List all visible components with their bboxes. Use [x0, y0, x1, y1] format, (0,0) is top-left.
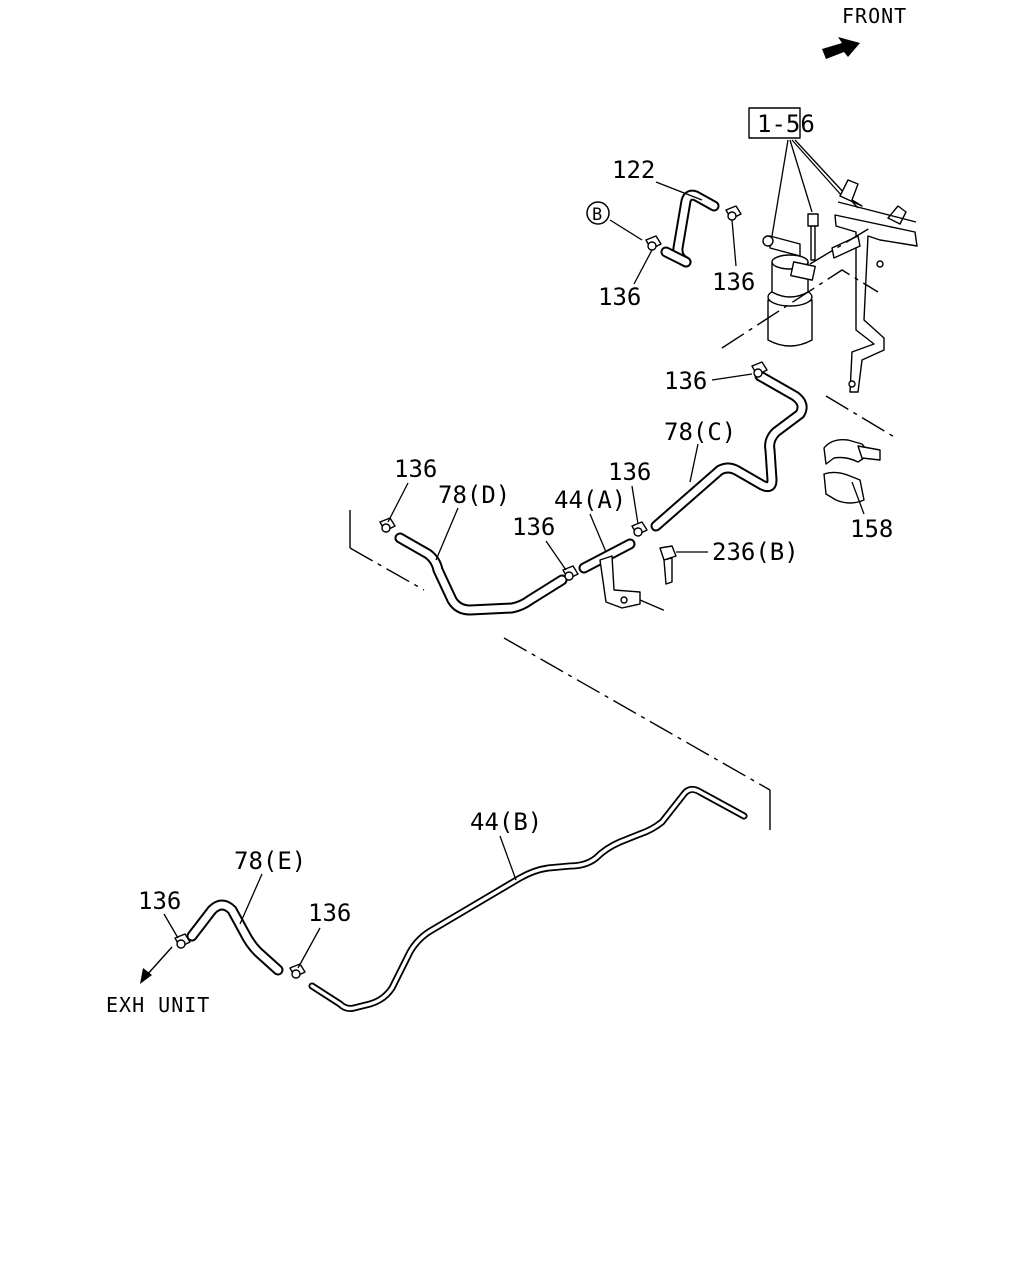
callout-clip-b-136: 136 [598, 283, 641, 311]
leader-clip-44a-right-136 [631, 485, 639, 525]
callout-clamp-158: 158 [850, 515, 893, 543]
clip-b [645, 235, 662, 251]
callout-clip-78d-136: 136 [394, 455, 437, 483]
clip-44a-left [562, 565, 579, 581]
callout-hose-78c: 78(C) [664, 418, 736, 446]
front-label: FRONT [842, 4, 907, 28]
hose-78e-inner [188, 901, 282, 974]
clip-top [725, 205, 742, 221]
reference-leader-2 [789, 139, 813, 213]
hose-78e [186, 899, 284, 976]
callouts: 122 136 136 136 78(C) 136 78(D) 44(A) 13… [138, 156, 893, 969]
hose-78c-inner [652, 372, 806, 530]
bracket-hole-2 [848, 380, 856, 388]
phantom-clamp [825, 395, 897, 439]
phantom-left-run [349, 547, 425, 591]
callout-pipe-44b: 44(B) [470, 808, 542, 836]
front-direction: FRONT [822, 4, 907, 59]
leader-clamp-158 [851, 481, 865, 515]
circle-marker-leader [609, 219, 643, 241]
pipe-44a-bracket-hole [620, 596, 628, 604]
phantom-bracket-top [837, 201, 917, 223]
front-arrow-icon [822, 37, 860, 59]
bracket-tab-right [887, 205, 907, 225]
bolt-236b-shank [663, 557, 673, 585]
clamp-158-lower [823, 471, 865, 504]
pipe-44b [308, 785, 748, 1012]
reference-leader-3 [791, 139, 843, 197]
leader-hose-78e [239, 873, 263, 925]
reference-box-label: 1-56 [757, 110, 815, 138]
reference-box: 1-56 [748, 107, 859, 237]
hose-78d [394, 532, 568, 616]
hose-122 [660, 189, 720, 268]
exhaust-arrow-line [145, 946, 173, 977]
leader-clip-44a-left-136 [545, 540, 567, 571]
clip-78e-right [289, 963, 306, 979]
callout-clip-44a-right-136: 136 [608, 458, 651, 486]
phantom-lines [349, 201, 917, 830]
canister-body [767, 299, 813, 347]
exhaust-direction: EXH UNIT [106, 946, 210, 1017]
canister-nozzle [769, 235, 801, 257]
leader-pipe-44b [499, 835, 517, 881]
canister-bolt [807, 213, 819, 261]
canister-assembly [762, 213, 819, 347]
hose-clips [174, 205, 768, 979]
callout-clip-78e-left-136: 136 [138, 887, 181, 915]
leader-pipe-44a [589, 513, 607, 553]
leader-clip-78e-right-136 [297, 927, 321, 969]
reference-box-frame [748, 107, 801, 139]
phantom-bracket-mid [809, 227, 871, 265]
hose-78d-inner [396, 534, 566, 614]
callout-pipe-44a: 44(A) [554, 486, 626, 514]
canister-port [762, 235, 774, 247]
callout-hose-122: 122 [612, 156, 655, 184]
canister-bracket [831, 179, 918, 393]
clip-78d [379, 517, 396, 533]
exhaust-unit-label: EXH UNIT [106, 993, 210, 1017]
leader-clip-78d-136 [387, 482, 409, 523]
clamp-158-tab [857, 445, 881, 461]
clip-78c [631, 521, 648, 537]
bolt-236b [659, 545, 677, 585]
callout-hose-78d: 78(D) [438, 481, 510, 509]
leader-clip-mid-136 [711, 373, 753, 381]
bolt-236b-head [659, 545, 677, 561]
leader-hose-78d [435, 507, 459, 561]
clamp-158 [823, 438, 881, 504]
callout-clip-44a-left-136: 136 [512, 513, 555, 541]
reference-leader-1 [771, 139, 789, 237]
leader-clip-b-136 [633, 249, 653, 285]
circle-marker-letter: B [592, 205, 602, 225]
circle-marker: B [586, 201, 643, 241]
exhaust-arrow-icon [140, 968, 152, 984]
bracket-hole-1 [876, 260, 884, 268]
circle-marker-ring [586, 201, 610, 225]
leader-hose-78c [689, 443, 699, 483]
hose-78c [650, 370, 808, 532]
callout-clip-mid-136: 136 [664, 367, 707, 395]
callout-clip-top-136: 136 [712, 268, 755, 296]
callout-clip-78e-right-136: 136 [308, 899, 351, 927]
pipe-44a [578, 538, 641, 609]
pipe-44b-inner [310, 787, 746, 1011]
bracket-tab-left [839, 179, 863, 207]
pipe-44a-inner [580, 540, 634, 572]
canister-valve [790, 261, 816, 281]
callout-bolt-236b: 236(B) [712, 538, 799, 566]
leader-hose-122 [655, 181, 703, 201]
phantom-canister [721, 269, 879, 349]
phantom-long-run [503, 637, 771, 791]
bracket-plate [834, 214, 918, 393]
leader-clip-78e-left-136 [163, 913, 179, 939]
leader-clip-top-136 [731, 219, 737, 267]
callout-hose-78e: 78(E) [234, 847, 306, 875]
pipe-44a-bracket [599, 555, 641, 609]
clip-mid [751, 361, 768, 378]
clip-78e-left [174, 933, 191, 949]
hose-122-end-inner [662, 248, 690, 266]
phantom-bolt [639, 599, 669, 613]
